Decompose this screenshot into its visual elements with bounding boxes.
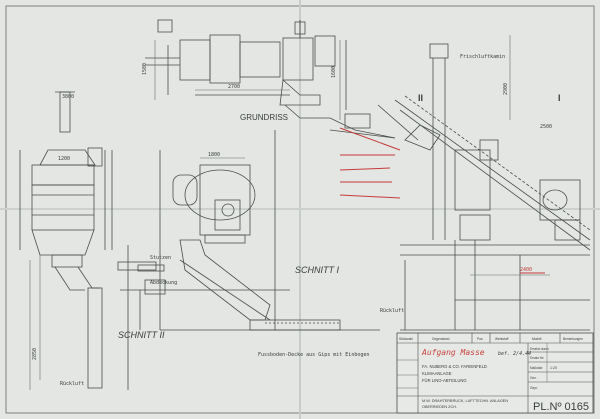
company-line-5: OBERRIEDEN ZCH. xyxy=(422,405,457,409)
meta-ersatz: Ersatz für xyxy=(530,356,545,360)
annotation-abdeckung: Abdeckung xyxy=(150,280,177,286)
header-gegenstand: Gegenstand xyxy=(432,337,450,341)
meta-geprueft: Gepr. xyxy=(530,386,538,390)
dimension-2850: 2850 xyxy=(32,348,38,360)
company-line-2: KLIMAANLAGE xyxy=(422,371,452,376)
annotation-stutzen: Stutzen xyxy=(150,255,171,261)
header-bemerkungen: Bemerkungen xyxy=(563,337,583,341)
dimension-1200: 1200 xyxy=(58,156,70,162)
schnitt-2-view xyxy=(19,91,166,390)
section-marker-1: I xyxy=(558,93,561,103)
header-modell: Modell xyxy=(532,337,542,341)
label-schnitt-1: SCHNITT I xyxy=(295,265,339,275)
company-line-3: FÜR LINO-ABTEILUNG xyxy=(422,378,467,383)
grundriss-plan xyxy=(145,19,396,139)
handwritten-name: Aufgang Masse xyxy=(421,348,485,357)
dimension-lines xyxy=(29,35,550,390)
annotation-frischluftkamin: Frischluftkamin xyxy=(460,54,505,60)
label-schnitt-2: SCHNITT II xyxy=(118,330,165,340)
annotation-rueckluft-left: Rückluft xyxy=(60,381,84,387)
meta-massstab: Maßstab xyxy=(530,366,543,370)
header-pos: Pos. xyxy=(477,337,483,341)
dimension-2500: 2500 xyxy=(540,124,552,130)
drawing-number: PL.Nº 0165 xyxy=(533,401,589,413)
handwritten-date: bef. 2/4.44 xyxy=(498,351,531,357)
company-line-1: FA. NUBERG & CO. FARIENFELD xyxy=(422,364,487,369)
dimension-3800: 3800 xyxy=(62,94,74,100)
annotation-rueckluft-right: Rückluft xyxy=(380,308,404,314)
dimension-2700: 2700 xyxy=(228,84,240,90)
title-block xyxy=(396,332,594,414)
schnitt-1-view xyxy=(117,130,380,331)
header-stuckzahl: Stückzahl xyxy=(399,337,413,341)
meta-ersetzt: Ersetzt durch xyxy=(530,347,549,351)
section-marker-2: II xyxy=(418,93,423,103)
dimension-1800: 1800 xyxy=(208,152,220,158)
dimension-1600: 1600 xyxy=(331,66,337,78)
header-werkstoff: Werkstoff xyxy=(495,337,508,341)
dimension-1500: 1500 xyxy=(142,63,148,75)
right-section-view xyxy=(377,43,591,331)
annotation-fussboden: Fussboden-Decke aus Gips mit Einbogen xyxy=(258,352,369,358)
meta-gezeichnet: Gez. xyxy=(530,376,537,380)
red-revision-marks xyxy=(339,127,545,274)
company-line-4: M.W. DRAHTERBRUCK, LUFTTECHN. ANLAGEN xyxy=(422,399,508,403)
label-grundriss: GRUNDRISS xyxy=(240,113,288,122)
dimension-2900: 2900 xyxy=(503,83,509,95)
dimension-2400: 2400 xyxy=(520,267,532,273)
meta-massstab-value: 1:20 xyxy=(550,366,557,370)
